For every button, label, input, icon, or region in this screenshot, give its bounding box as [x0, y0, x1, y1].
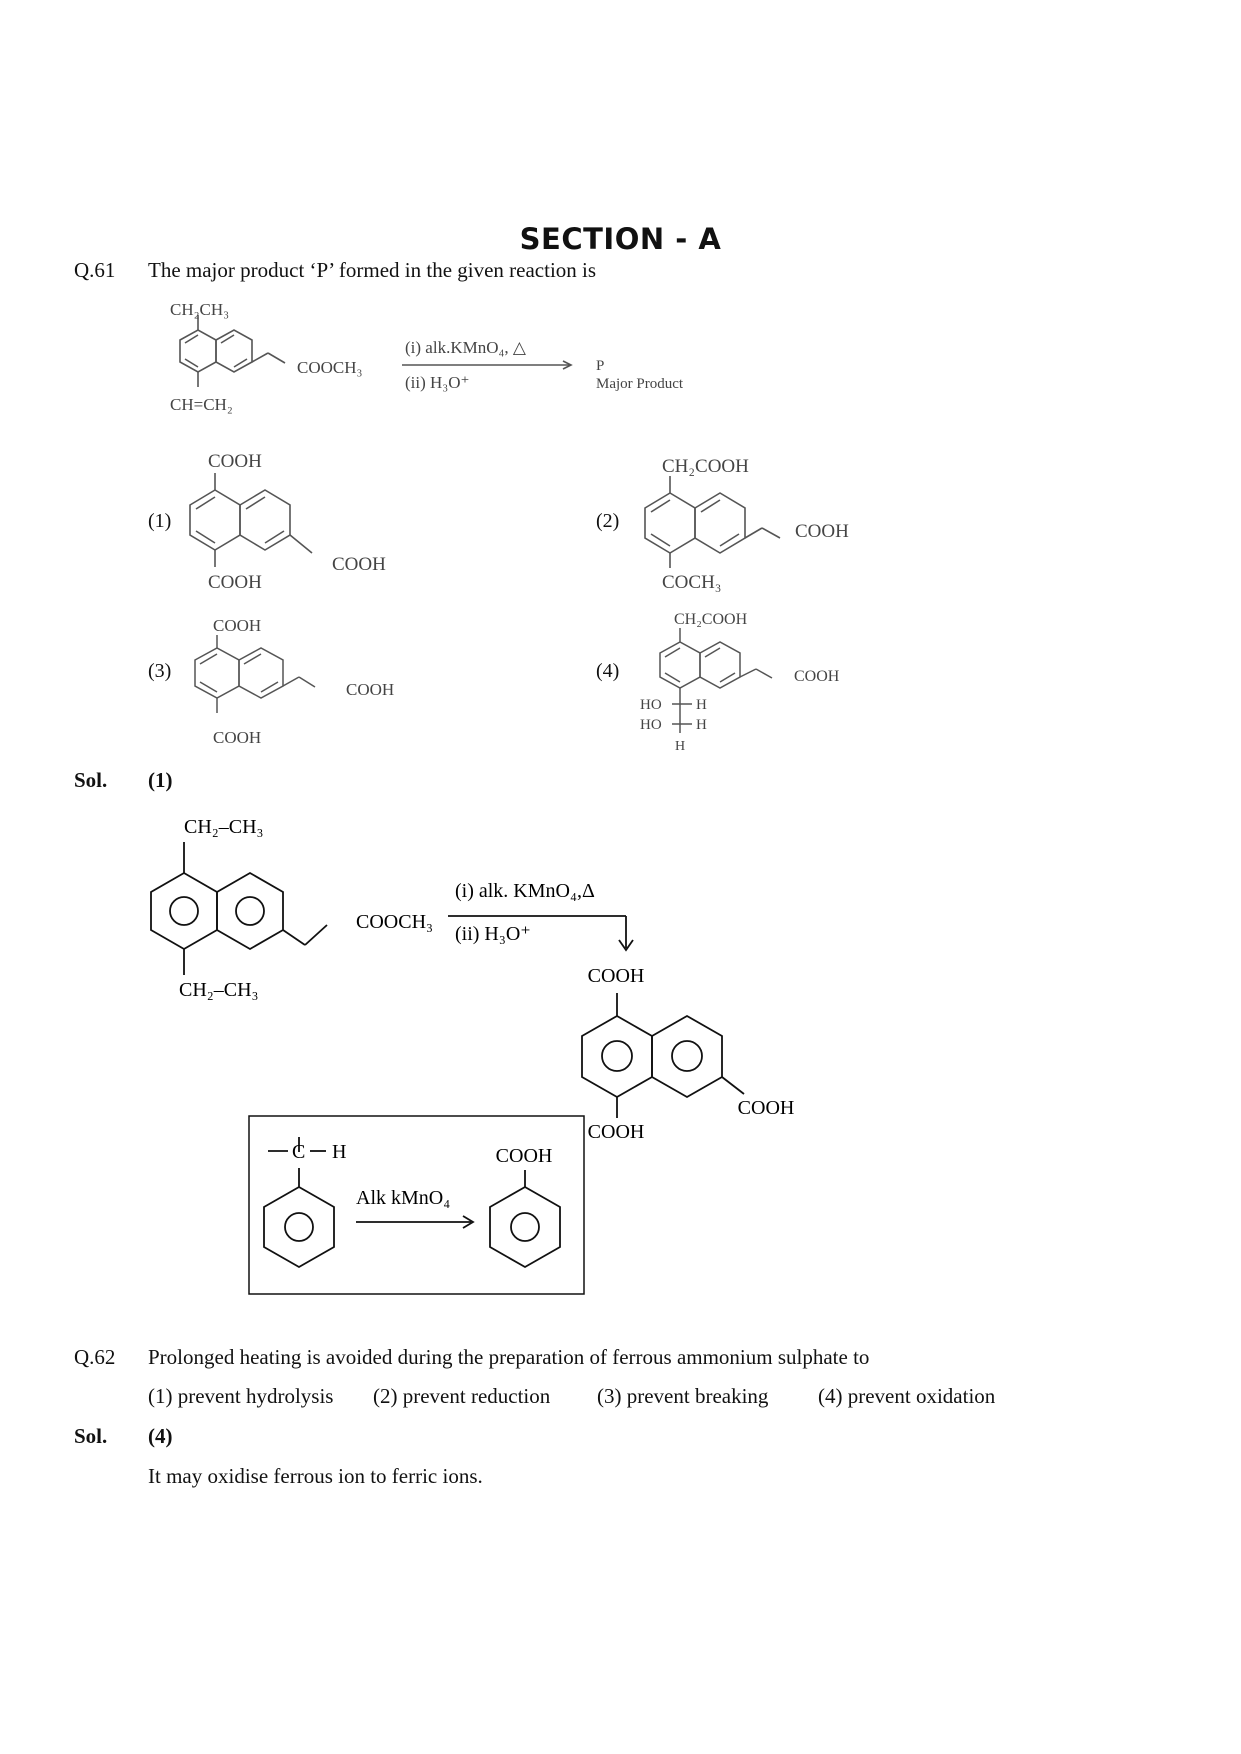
option-4-structure: CH₂COOH HO H HO H H COOH: [640, 611, 840, 754]
solution-explanation: It may oxidise ferrous ion to ferric ion…: [148, 1464, 483, 1488]
question-number: Q.62: [74, 1345, 116, 1369]
option-1-side: COOH: [332, 554, 386, 575]
option-4-top: CH₂COOH: [674, 611, 748, 628]
solution-reagent-1: (i) alk. KMnO₄,Δ: [455, 880, 595, 902]
solution-reactant-bottom: CH₂–CH₃: [179, 979, 259, 1001]
box-product: COOH: [496, 1145, 553, 1167]
solution-product-top: COOH: [588, 965, 645, 987]
option-1-text: (1) prevent hydrolysis: [148, 1384, 334, 1408]
box-carbon: C: [292, 1141, 305, 1163]
solution-reactant-top: CH₂–CH₃: [184, 816, 264, 838]
reagent-line-2: (ii) H₃O⁺: [405, 373, 469, 392]
option-label: (3): [148, 660, 172, 682]
option-1-top: COOH: [208, 451, 262, 472]
question-reaction-diagram: CH₂CH₃ CH=CH₂ COOCH₃ (i) alk.KMnO₄, △ (i…: [170, 300, 684, 414]
option-label: (2): [596, 510, 620, 532]
option-4-ho-1: HO: [640, 697, 662, 713]
reagent-line-1: (i) alk.KMnO₄, △: [405, 338, 527, 357]
option-2-structure: CH₂COOH COCH₃ COOH: [644, 456, 849, 593]
option-4-text: (4) prevent oxidation: [818, 1384, 996, 1408]
solution-answer: (1): [148, 768, 173, 792]
solution-label: Sol.: [74, 768, 108, 792]
question-text: Prolonged heating is avoided during the …: [148, 1345, 870, 1369]
option-4-side: COOH: [794, 668, 840, 685]
product-label: Major Product: [596, 376, 684, 392]
option-1-structure: COOH COOH COOH: [189, 451, 386, 593]
solution-reaction-diagram: CH₂–CH₃ CH₂–CH₃ COOCH₃ (i) alk. KMnO₄,Δ …: [150, 816, 795, 1143]
option-label: (1): [148, 510, 172, 532]
reactant-bottom-group: CH=CH₂: [170, 395, 233, 414]
option-3-side: COOH: [346, 680, 394, 699]
solution-label: Sol.: [74, 1424, 108, 1448]
solution-product-side: COOH: [738, 1097, 795, 1119]
box-reagent: Alk kMnO₄: [356, 1187, 450, 1209]
option-2-bottom: COCH₃: [662, 572, 721, 593]
option-3-top: COOH: [213, 616, 261, 635]
option-3-structure: COOH COOH COOH: [194, 616, 394, 747]
question-text: The major product ‘P’ formed in the give…: [148, 258, 597, 282]
product-symbol: P: [596, 358, 604, 374]
solution-reactant-side: COOCH₃: [356, 911, 433, 933]
box-hydrogen: H: [332, 1141, 346, 1163]
reactant-side-group: COOCH₃: [297, 358, 363, 377]
section-title: SECTION - A: [519, 222, 722, 256]
option-3-text: (3) prevent breaking: [597, 1384, 769, 1408]
solution-answer: (4): [148, 1424, 173, 1448]
option-1-bottom: COOH: [208, 572, 262, 593]
option-4-ho-2: HO: [640, 717, 662, 733]
option-2-side: COOH: [795, 521, 849, 542]
option-label: (4): [596, 660, 620, 682]
option-4-h-1: H: [696, 697, 707, 713]
oxidation-rule-box: C H Alk kMnO₄ COOH: [248, 1115, 585, 1295]
option-4-h-2: H: [696, 717, 707, 733]
option-3-bottom: COOH: [213, 728, 261, 747]
reactant-top-group: CH₂CH₃: [170, 300, 229, 319]
question-number: Q.61: [74, 258, 116, 282]
option-2-text: (2) prevent reduction: [373, 1384, 551, 1408]
option-4-h-3: H: [675, 739, 685, 754]
solution-product-bottom: COOH: [588, 1121, 645, 1143]
solution-reagent-2: (ii) H₃O⁺: [455, 923, 531, 945]
option-2-top: CH₂COOH: [662, 456, 749, 477]
